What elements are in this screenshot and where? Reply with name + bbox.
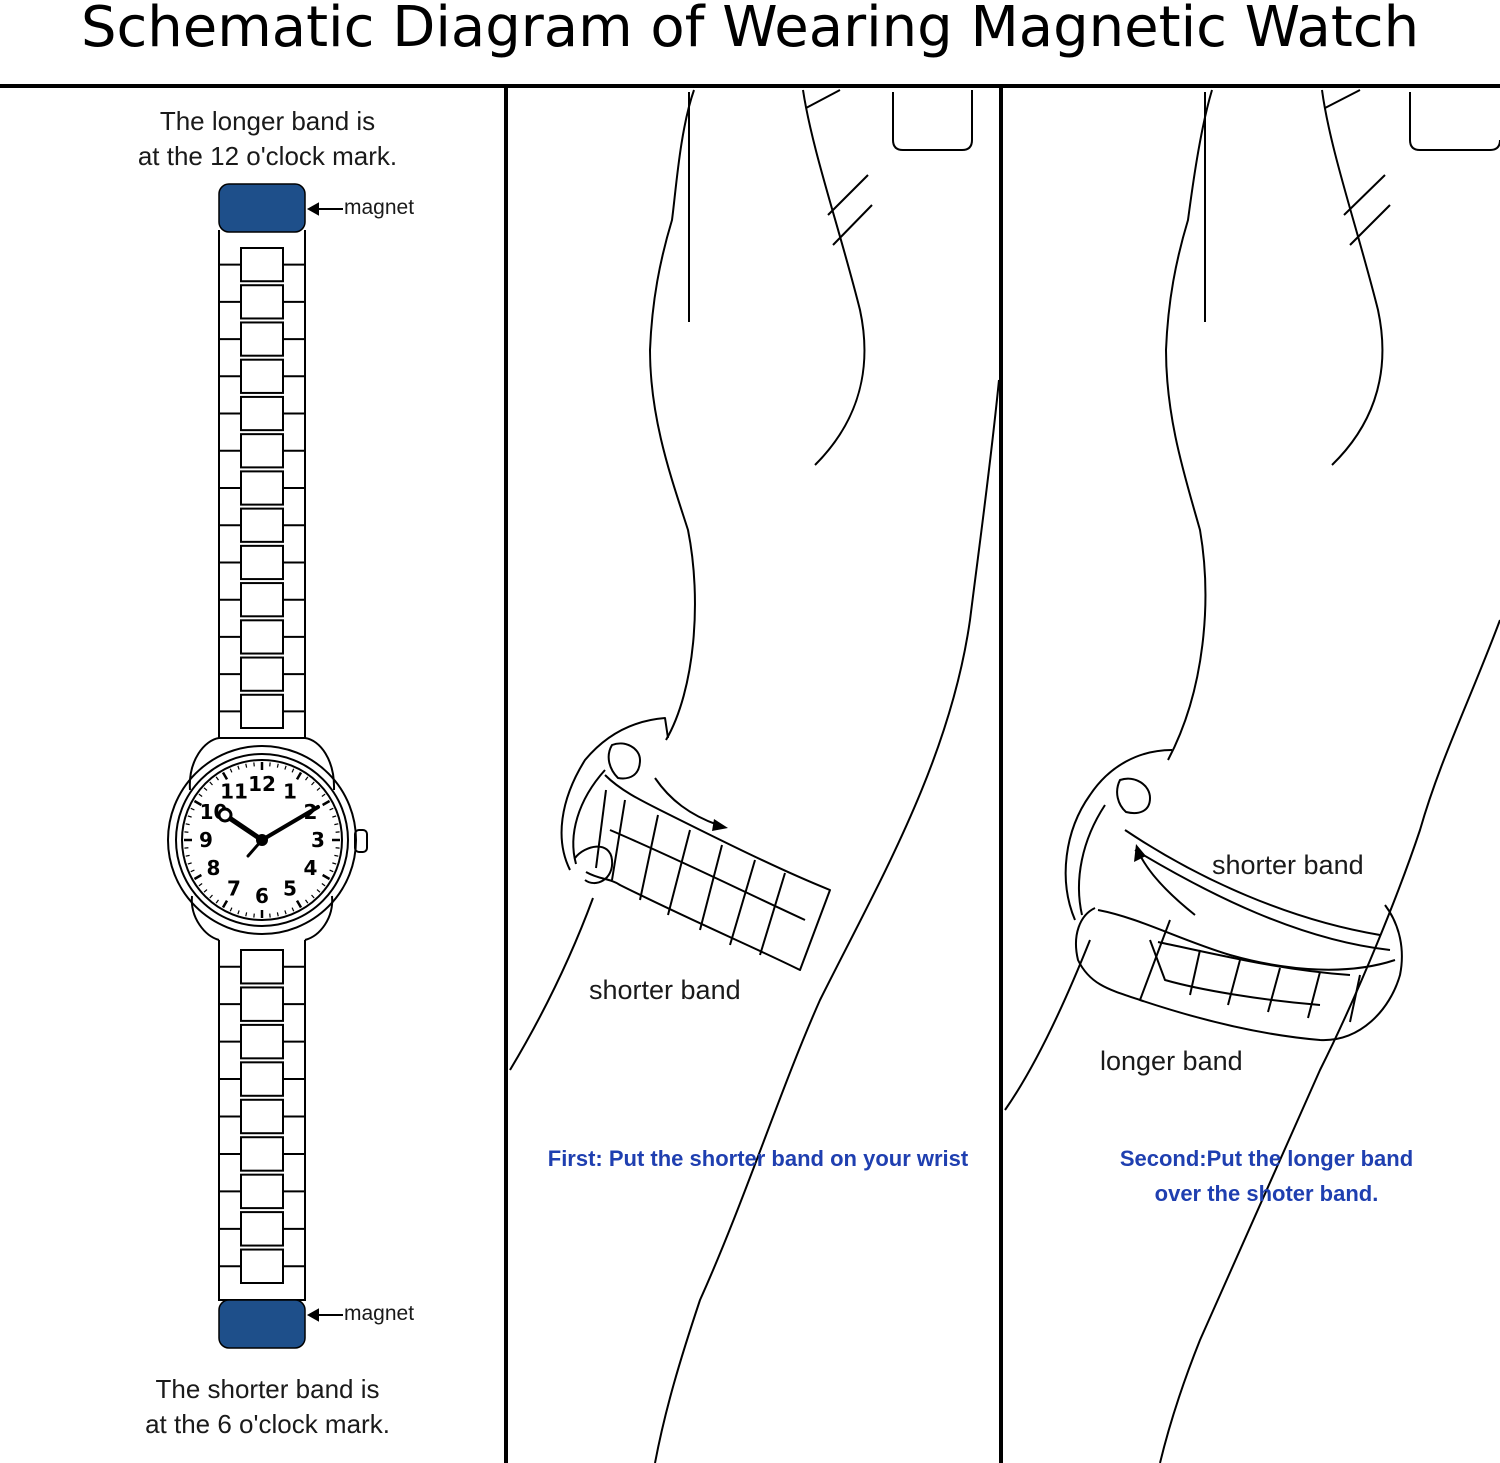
- panel-divider-left: [504, 86, 508, 1463]
- step2-instruction-line1: Second:Put the longer band: [1119, 1146, 1414, 1171]
- magnet-label-bottom: magnet: [344, 1302, 415, 1325]
- dial-number: 4: [304, 856, 318, 880]
- step2-longer-band-label: longer band: [1100, 1046, 1243, 1076]
- top-caption-line1: The longer band is: [159, 106, 376, 136]
- dial-number: 1: [283, 780, 297, 804]
- dial-number: 7: [227, 876, 241, 900]
- top-caption: The longer band is at the 12 o'clock mar…: [90, 104, 445, 174]
- dial-number: 12: [248, 772, 276, 796]
- dial-number: 3: [311, 828, 325, 852]
- dial-number: 9: [199, 828, 213, 852]
- step2-instruction-line2: over the shoter band.: [1154, 1181, 1379, 1206]
- magnet-bottom: [218, 1299, 306, 1349]
- dial-number: 11: [220, 780, 248, 804]
- minute-hand: [260, 805, 320, 842]
- top-caption-line2: at the 12 o'clock mark.: [137, 141, 398, 171]
- step2-shorter-band-label: shorter band: [1212, 850, 1364, 880]
- bottom-caption: The shorter band is at the 6 o'clock mar…: [90, 1372, 445, 1442]
- page-title: Schematic Diagram of Wearing Magnetic Wa…: [80, 0, 1420, 60]
- bottom-caption-line2: at the 6 o'clock mark.: [145, 1409, 390, 1439]
- dial-number: 5: [283, 876, 297, 900]
- bottom-caption-line1: The shorter band is: [155, 1374, 380, 1404]
- panel-divider-right: [999, 86, 1003, 1463]
- dial-number: 8: [207, 856, 221, 880]
- step1-shorter-band-label: shorter band: [589, 975, 741, 1005]
- title-divider: [0, 84, 1500, 88]
- step2-instruction: Second:Put the longer band over the shot…: [1003, 1141, 1500, 1211]
- step1-instruction: First: Put the shorter band on your wris…: [547, 1146, 969, 1171]
- magnet-top: [218, 183, 306, 233]
- dial-number: 6: [255, 884, 269, 908]
- magnet-label-top: magnet: [344, 196, 415, 219]
